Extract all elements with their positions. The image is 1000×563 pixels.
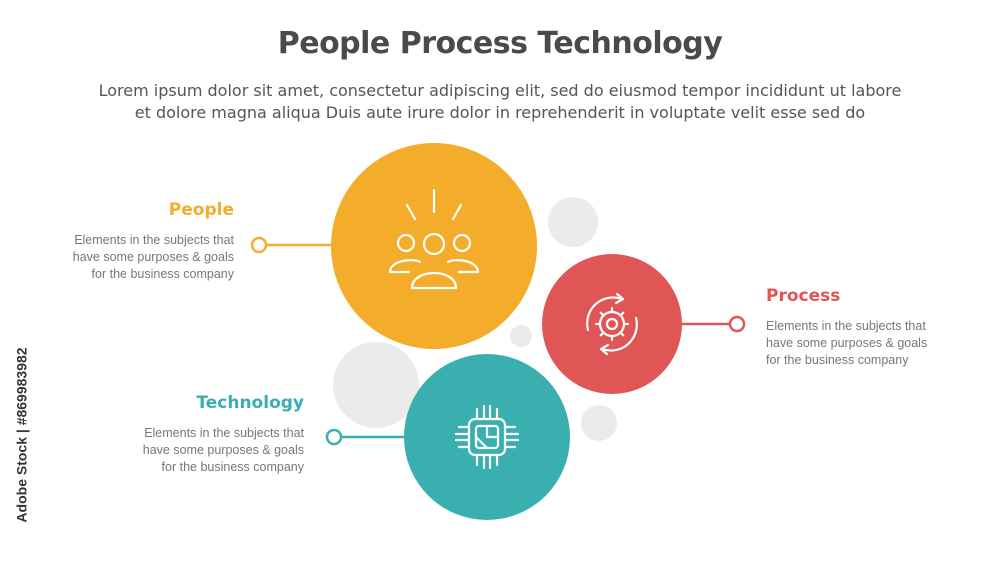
process-title: Process bbox=[766, 286, 841, 306]
process-description: Elements in the subjects that have some … bbox=[766, 318, 976, 369]
technology-desc-line: have some purposes & goals bbox=[142, 443, 304, 457]
page-title: People Process Technology bbox=[277, 26, 723, 61]
subtitle-line-1: Lorem ipsum dolor sit amet, consectetur … bbox=[98, 81, 902, 100]
process-desc-line: have some purposes & goals bbox=[766, 336, 928, 350]
technology-title: Technology bbox=[196, 393, 304, 413]
decor-bubble bbox=[333, 342, 419, 428]
page-subtitle: Lorem ipsum dolor sit amet, consectetur … bbox=[40, 80, 960, 124]
process-desc-line: for the business company bbox=[766, 353, 909, 367]
people-description: Elements in the subjects that have some … bbox=[34, 232, 234, 283]
process-connector-dot bbox=[728, 315, 746, 333]
technology-desc-line: Elements in the subjects that bbox=[144, 426, 304, 440]
microchip-icon bbox=[454, 404, 520, 470]
people-title: People bbox=[168, 200, 234, 220]
technology-description: Elements in the subjects that have some … bbox=[104, 425, 304, 476]
watermark-text: Adobe Stock | #869983982 bbox=[14, 347, 30, 523]
process-desc-line: Elements in the subjects that bbox=[766, 319, 926, 333]
decor-bubble bbox=[548, 197, 598, 247]
gear-cycle-icon bbox=[586, 292, 638, 356]
process-circle bbox=[542, 254, 682, 394]
decor-bubble bbox=[510, 325, 532, 347]
technology-connector-dot bbox=[325, 428, 343, 446]
technology-desc-line: for the business company bbox=[161, 460, 304, 474]
people-connector-dot bbox=[250, 236, 268, 254]
people-desc-line: Elements in the subjects that bbox=[74, 233, 234, 247]
people-group-icon bbox=[388, 188, 480, 290]
watermark: Adobe Stock | #869983982 bbox=[10, 320, 34, 550]
people-desc-line: have some purposes & goals bbox=[72, 250, 234, 264]
people-desc-line: for the business company bbox=[91, 267, 234, 281]
decor-bubble bbox=[581, 405, 617, 441]
subtitle-line-2: et dolore magna aliqua Duis aute irure d… bbox=[134, 103, 866, 122]
people-circle bbox=[331, 143, 537, 349]
